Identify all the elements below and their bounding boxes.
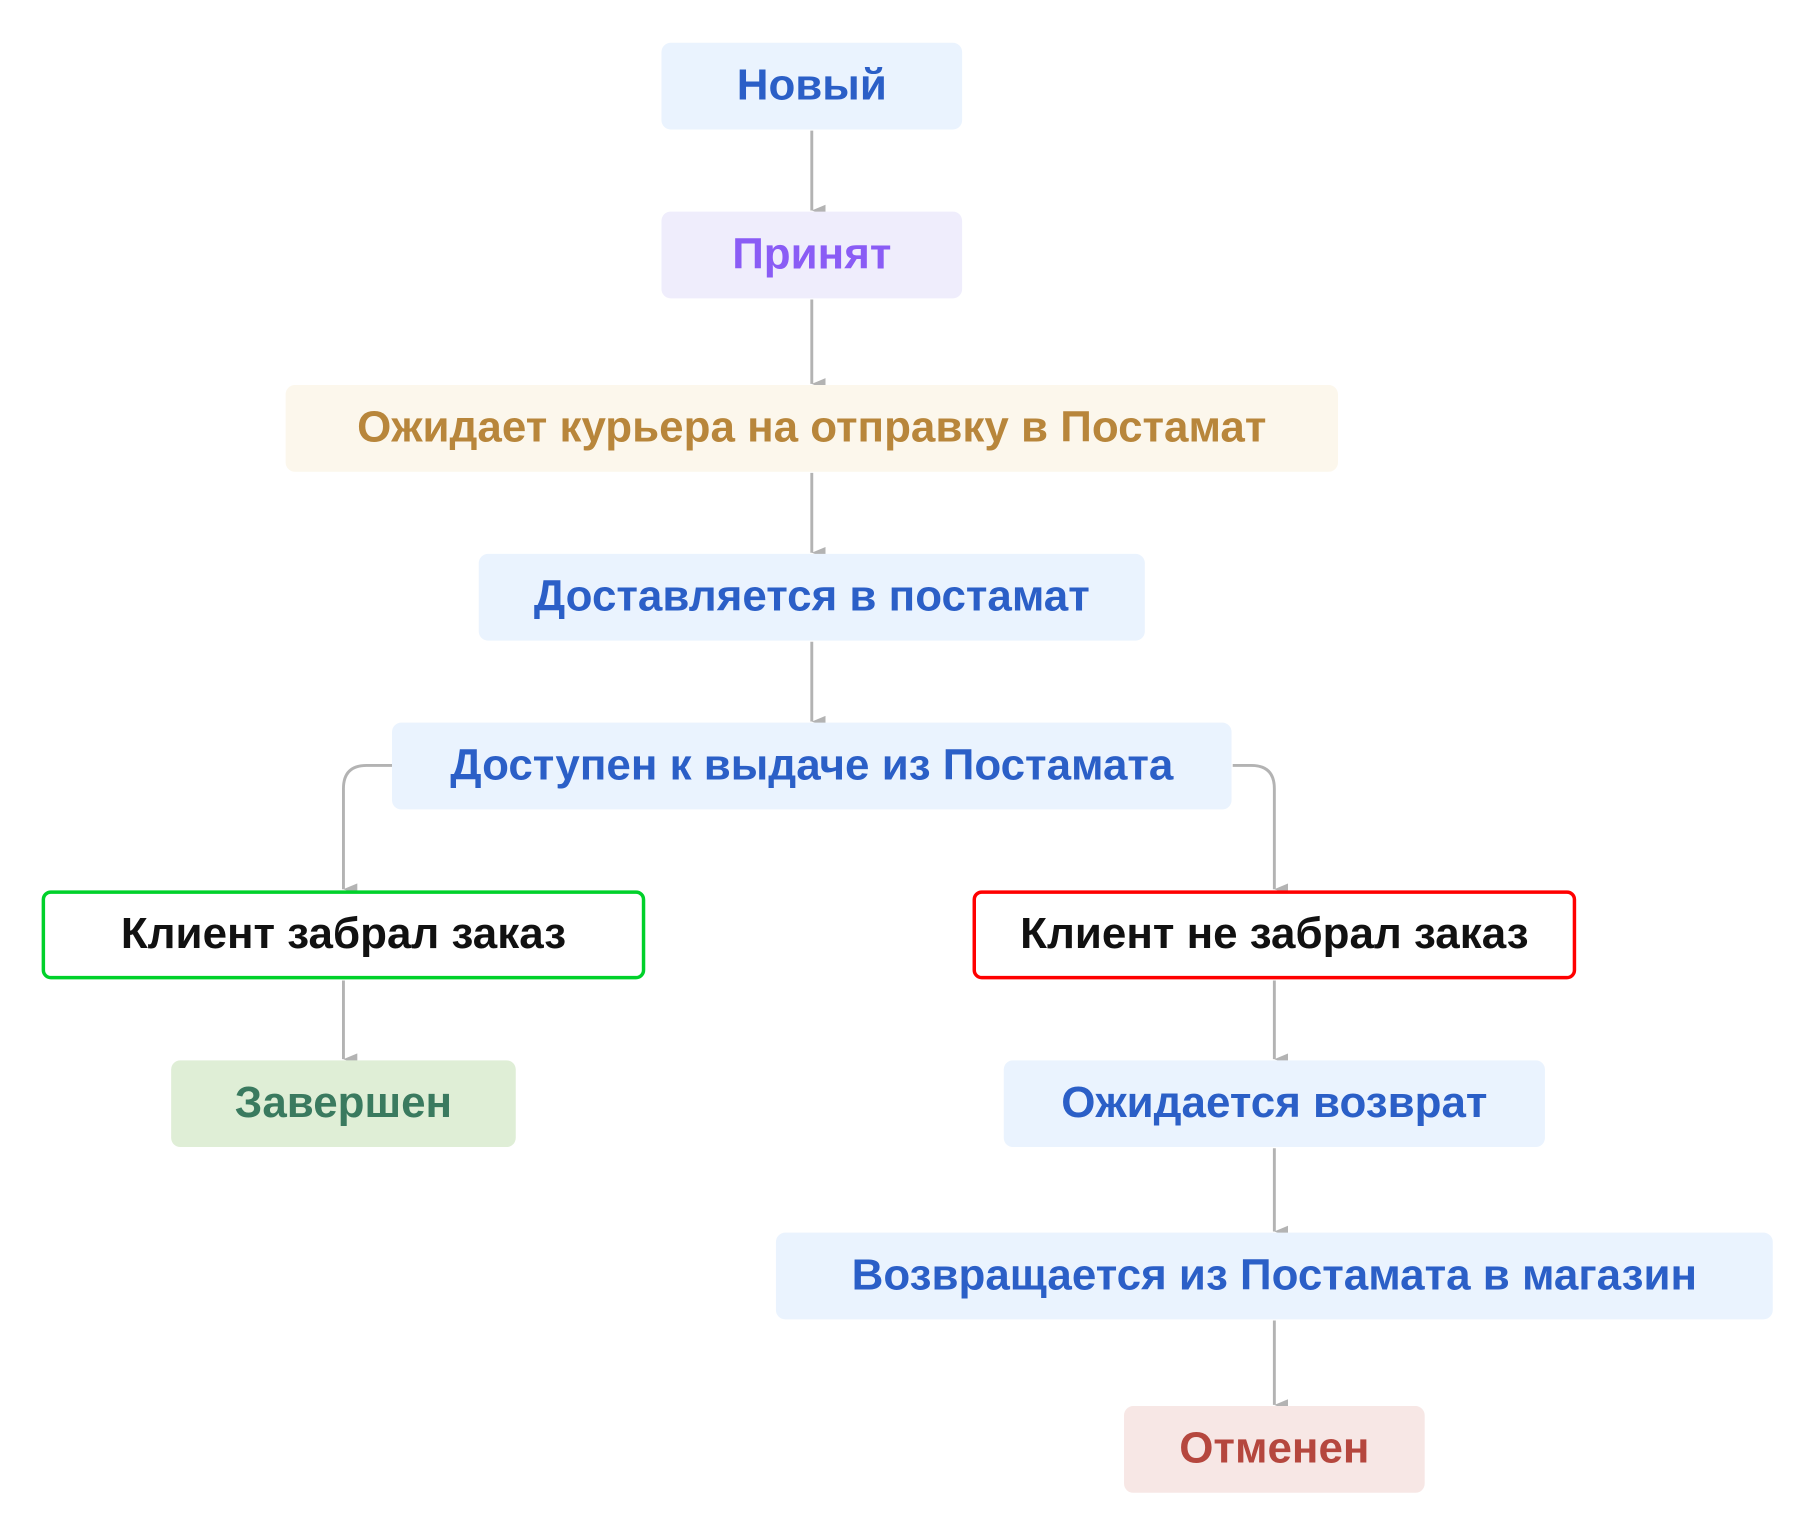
node-completed: Завершен [171,1060,516,1148]
node-returning: Возвращается из Постамата в магазин [775,1232,1773,1320]
node-delivering: Доставляется в постамат [478,553,1145,641]
edge-available-picked [342,764,393,895]
node-cancelled: Отменен [1124,1406,1425,1493]
edge-available-notpicked [1232,764,1289,895]
node-awaiting-courier: Ожидает курьера на отправку в Постамат [285,385,1338,472]
node-available: Доступен к выдаче из Постамата [392,722,1232,810]
node-not-picked-up: Клиент не забрал заказ [972,890,1577,980]
node-accepted: Принят [661,211,963,299]
node-awaiting-return: Ожидается возврат [1003,1060,1545,1148]
node-new: Новый [661,42,963,130]
node-picked-up: Клиент забрал заказ [41,890,646,980]
